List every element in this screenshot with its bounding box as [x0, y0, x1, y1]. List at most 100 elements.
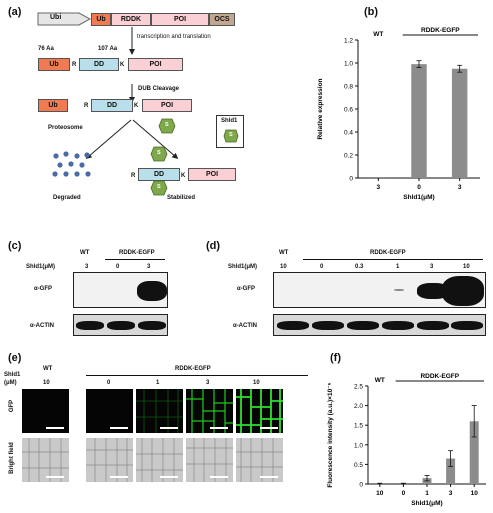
- step-cleavage: DUB Cleavage: [138, 86, 180, 92]
- x-tick-label: 3: [458, 184, 462, 191]
- e-gfp-wt: [22, 389, 69, 433]
- c-conc-3: 3: [147, 264, 151, 270]
- y-tick-label: 0.4: [344, 130, 353, 137]
- d-group-line: [303, 259, 483, 260]
- bar: [370, 177, 387, 178]
- panel-a-arrows: [85, 27, 179, 159]
- shld1-bound-bottom: [150, 180, 168, 196]
- label-stabilized: Stabilized: [167, 195, 196, 201]
- y-tick-label: 1.5: [354, 423, 363, 430]
- shld1-hexagon: [158, 118, 176, 134]
- shld1-s-1: S: [165, 122, 169, 128]
- y-tick-label: 1.0: [344, 61, 353, 68]
- d-band-actin-6: [451, 321, 483, 330]
- y-tick-label: 2.5: [354, 384, 363, 391]
- d-conc-3: 0.3: [355, 264, 364, 270]
- panel-label-b: (b): [364, 6, 379, 18]
- label-degraded: Degraded: [53, 195, 81, 201]
- d-row-actin: α-ACTIN: [233, 323, 258, 329]
- promoter-label: Ubi: [50, 14, 62, 21]
- cleaved-r: R: [84, 103, 89, 109]
- d-conc-6: 10: [463, 264, 470, 270]
- panel-label-d: (d): [206, 240, 221, 252]
- y-tick-label: 2.0: [354, 403, 363, 410]
- d-band-gfp-1: [394, 289, 404, 291]
- protein-ub: Ub: [38, 58, 70, 71]
- bar: [451, 68, 468, 178]
- d-band-actin-4: [382, 321, 414, 330]
- y-tick-label: 0.8: [344, 84, 353, 91]
- d-band-actin-1: [277, 321, 309, 330]
- protein-dd: DD: [79, 58, 119, 71]
- e-bf-0: [86, 438, 133, 482]
- c-wt: WT: [80, 250, 90, 256]
- step-transcription: transcription and translation: [137, 34, 211, 40]
- panel-label-a: (a): [8, 6, 22, 18]
- group-label-treated: RDDK-EGFP: [421, 27, 460, 34]
- cleaved-poi: POI: [142, 99, 192, 112]
- e-wt: WT: [43, 366, 53, 372]
- promoter-arrow: [37, 12, 91, 26]
- construct-ocs: OCS: [209, 13, 235, 26]
- e-conc-4: 3: [206, 380, 210, 386]
- panel-label-e: (e): [8, 352, 22, 364]
- d-band-gfp-3: [417, 283, 449, 299]
- y-tick-label: 1.2: [344, 38, 353, 45]
- bar: [469, 421, 479, 484]
- bar: [411, 64, 427, 178]
- c-conc-1: 3: [85, 264, 89, 270]
- shld1-legend-box: [216, 115, 244, 148]
- e-gfp-1-cells: [136, 389, 183, 433]
- e-gfp-10-cells: [236, 389, 283, 433]
- bar: [446, 458, 456, 484]
- y-tick-label: 0.5: [354, 462, 363, 469]
- e-conc-3: 1: [156, 380, 160, 386]
- e-bf-wt-cells: [22, 438, 69, 482]
- c-blot-actin: [73, 314, 168, 336]
- c-band-actin-1: [76, 321, 104, 330]
- d-conc-1: 10: [280, 264, 287, 270]
- stab-dd: DD: [138, 168, 180, 181]
- e-gfp-3-cells: [186, 389, 233, 433]
- label-76aa: 76 Aa: [38, 46, 54, 52]
- cleaved-dd: DD: [91, 99, 133, 112]
- y-axis-label: Relative expression: [317, 78, 324, 139]
- e-gfp-3: [186, 389, 233, 433]
- e-shld1-label: Shld1: [4, 372, 21, 378]
- shld1-s-4: S: [157, 184, 161, 190]
- e-bf-1-cells: [136, 438, 183, 482]
- group-label-wt: WT: [373, 31, 383, 38]
- construct-rddk: RDDK: [111, 13, 151, 26]
- e-bf-0-cells: [86, 438, 133, 482]
- d-row-gfp: α-GFP: [237, 286, 256, 292]
- c-group: RDDK-EGFP: [119, 250, 155, 256]
- y-tick-label: 0: [349, 176, 353, 183]
- d-wt: WT: [279, 250, 289, 256]
- x-tick-label: 0: [417, 184, 421, 191]
- x-axis-label: Shld1(μM): [403, 194, 434, 201]
- e-conc-5: 10: [253, 380, 260, 386]
- d-conc-4: 1: [396, 264, 400, 270]
- d-group: RDDK-EGFP: [370, 250, 406, 256]
- e-conc-1: 10: [43, 380, 50, 386]
- panel-label-f: (f): [330, 352, 341, 364]
- d-band-gfp-10: [442, 276, 484, 306]
- c-shld1-label: Shld1(μM): [26, 264, 56, 270]
- protein-poi: POI: [128, 58, 183, 71]
- e-bf-wt: [22, 438, 69, 482]
- stab-poi: POI: [188, 168, 236, 181]
- d-band-actin-3: [347, 321, 379, 330]
- d-blot-actin: [273, 314, 486, 336]
- e-bf-1: [136, 438, 183, 482]
- stab-r: R: [131, 173, 136, 179]
- c-band-gfp: [137, 281, 167, 301]
- c-blot-gfp: [73, 272, 168, 308]
- degraded-dots: [52, 151, 91, 177]
- group-label-wt: WT: [375, 377, 385, 384]
- c-conc-2: 0: [116, 264, 120, 270]
- cleaved-k: K: [134, 103, 139, 109]
- e-gfp-10: [236, 389, 283, 433]
- e-bf-3: [186, 438, 233, 482]
- x-axis-label: Shld1(μM): [411, 500, 442, 507]
